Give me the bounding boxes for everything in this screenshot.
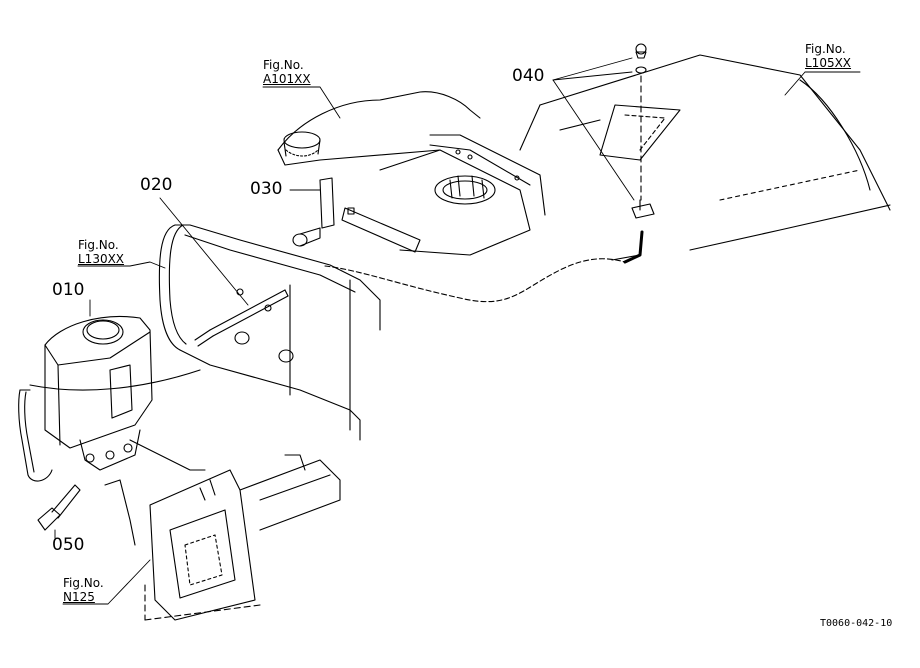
part-number-020: 020 [140,175,173,195]
figure-ref-a101-code: A101XX [263,72,311,86]
figure-ref-l130: Fig.No. L130XX [78,238,124,266]
leader-lines [54,57,861,605]
part-number-040: 040 [512,66,545,86]
frame-hole [278,349,294,363]
leader-020 [159,197,249,306]
bracket-part-030 [319,177,421,253]
front-frame [158,224,381,441]
leader-040-a [552,57,633,81]
leader-a101 [262,86,341,119]
figure-ref-l130-code: L130XX [78,252,125,266]
pin-part-050 [37,484,81,531]
screw-part-040 [631,43,655,219]
leader-040-b [552,71,633,81]
lower-bracket [104,439,341,621]
leader-l130 [77,261,166,269]
reservoir-tank-part-010 [18,315,201,482]
figure-ref-a101-prefix: Fig.No. [263,58,304,72]
figure-ref-l105-code: L105XX [805,56,852,70]
frame-hole [234,331,250,345]
bolt-part-030 [292,227,321,247]
fender-plate [519,54,891,251]
main-frame [379,134,546,256]
figure-ref-l105: Fig.No. L105XX [805,42,851,70]
figure-ref-a101: Fig.No. A101XX [263,58,311,86]
figure-ref-n125-prefix: Fig.No. [63,576,104,590]
part-number-030: 030 [250,179,283,199]
drawing-code: T0060-042-10 [820,618,893,629]
reservoir-hose [324,230,644,303]
figure-ref-l130-prefix: Fig.No. [78,238,119,252]
rod-part-020 [194,289,289,347]
figure-ref-n125-code: N125 [63,590,95,604]
leader-n125 [62,559,151,605]
figure-ref-l105-prefix: Fig.No. [805,42,846,56]
leader-040-c [552,79,635,201]
leader-l105 [784,71,861,96]
part-number-050: 050 [52,535,85,555]
part-number-010: 010 [52,280,85,300]
reservoir-cap [82,319,124,345]
figure-ref-n125: Fig.No. N125 [63,576,104,604]
tank-filler-neck [283,131,321,149]
fuel-tank-outline [277,91,481,166]
